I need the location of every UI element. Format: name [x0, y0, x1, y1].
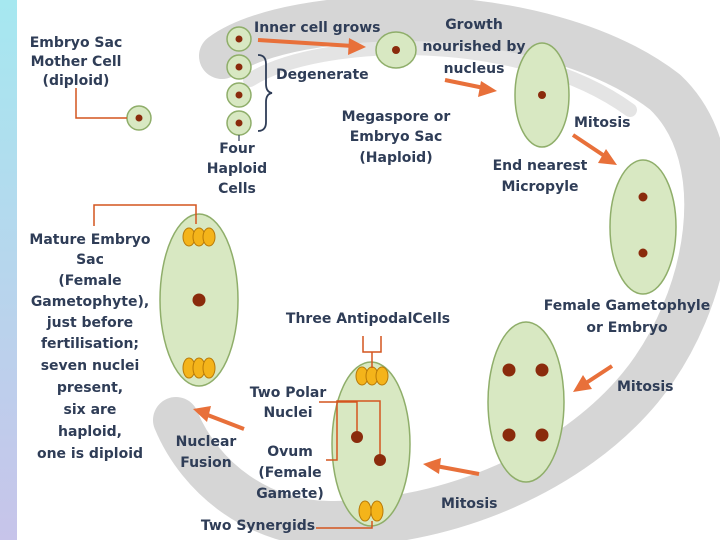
four-haploid-cells — [226, 26, 252, 136]
ovum-label-3: Gamete) — [256, 486, 324, 502]
four-nucleate-cell — [487, 321, 565, 483]
megaspore-label-1: Megaspore or — [342, 109, 451, 125]
arrow-growth — [444, 78, 497, 97]
label-pointers — [316, 336, 382, 529]
mature-label-4: Gametophyte), — [31, 294, 149, 310]
arrow-mitosis-bottom — [423, 458, 480, 476]
mother-cell — [126, 105, 152, 131]
growth-label-2: nourished by — [422, 39, 525, 55]
growing-cell — [514, 42, 570, 148]
mature-label-11: one is diploid — [37, 446, 143, 462]
arrow-mitosis-right — [573, 364, 614, 392]
mature-label-7: seven nuclei — [41, 358, 140, 374]
mother-cell-pointer — [75, 88, 127, 119]
female-gametophyte-label-1: Female Gametophyle — [544, 298, 710, 314]
mature-label-10: haploid, — [58, 424, 122, 440]
mitosis-bottom-label: Mitosis — [441, 496, 498, 512]
growth-label-1: Growth — [445, 17, 503, 33]
eight-nucleate-cell — [331, 361, 411, 527]
ovum-label-1: Ovum — [267, 444, 313, 460]
degenerate-label: Degenerate — [276, 67, 369, 83]
cycle-band — [153, 0, 720, 540]
mother-cell-label-1: Embryo Sac — [30, 35, 123, 51]
mature-label-5: just before — [46, 315, 133, 331]
mature-label-1: Mature Embryo — [29, 232, 151, 248]
left-accent-bar — [0, 0, 17, 540]
mitosis-top-label: Mitosis — [574, 115, 631, 131]
four-haploid-label-3: Cells — [218, 181, 256, 197]
mother-cell-label-2: Mother Cell — [31, 54, 122, 70]
inner-cell-grows-label: Inner cell grows — [254, 20, 381, 36]
two-synergids-label: Two Synergids — [201, 518, 315, 534]
megaspore-label-3: (Haploid) — [359, 150, 432, 166]
arrow-mitosis-top — [571, 133, 617, 165]
fused-nucleus — [192, 293, 206, 307]
megaspore-label-2: Embryo Sac — [350, 129, 443, 145]
mother-cell-label-3: (diploid) — [43, 73, 110, 89]
mature-label-8: present, — [57, 380, 123, 396]
ovum-nucleus — [374, 454, 386, 466]
mature-label-9: six are — [64, 402, 117, 418]
polar-nucleus — [351, 431, 363, 443]
cycle-band-inner-shadow — [243, 41, 637, 117]
growth-label-3: nucleus — [444, 61, 505, 77]
female-gametophyte-label-2: or Embryo — [586, 320, 668, 336]
end-nearest-label-2: Micropyle — [502, 179, 579, 195]
mature-embryo-sac — [159, 213, 239, 387]
mitosis-right-label: Mitosis — [617, 379, 674, 395]
antipodal-cells — [355, 366, 389, 386]
nuclear-fusion-label-2: Fusion — [180, 455, 232, 471]
arrow-nuclear-fusion — [193, 406, 245, 431]
mature-sac-pointer — [93, 204, 197, 226]
nuclear-fusion-label-1: Nuclear — [176, 434, 237, 450]
mature-egg-apparatus — [182, 357, 216, 379]
mature-label-6: fertilisation; — [41, 336, 139, 352]
mature-label-2: Sac — [76, 252, 104, 268]
synergids — [358, 500, 384, 522]
mature-label-3: (Female — [58, 273, 121, 289]
two-polar-label-1: Two Polar — [250, 385, 327, 401]
three-antipodal-label: Three AntipodalCells — [286, 311, 450, 327]
arrow-inner-cell-grows — [257, 38, 366, 55]
two-nucleate-cell — [609, 159, 677, 295]
ovum-label-2: (Female — [258, 465, 321, 481]
end-nearest-label-1: End nearest — [493, 158, 588, 174]
four-haploid-label-2: Haploid — [207, 161, 267, 177]
degenerate-brace — [257, 54, 273, 132]
mature-antipodal-cells — [182, 227, 216, 247]
two-polar-label-2: Nuclei — [263, 405, 312, 421]
megaspore-cell — [375, 31, 417, 69]
four-haploid-label-1: Four — [219, 141, 255, 157]
